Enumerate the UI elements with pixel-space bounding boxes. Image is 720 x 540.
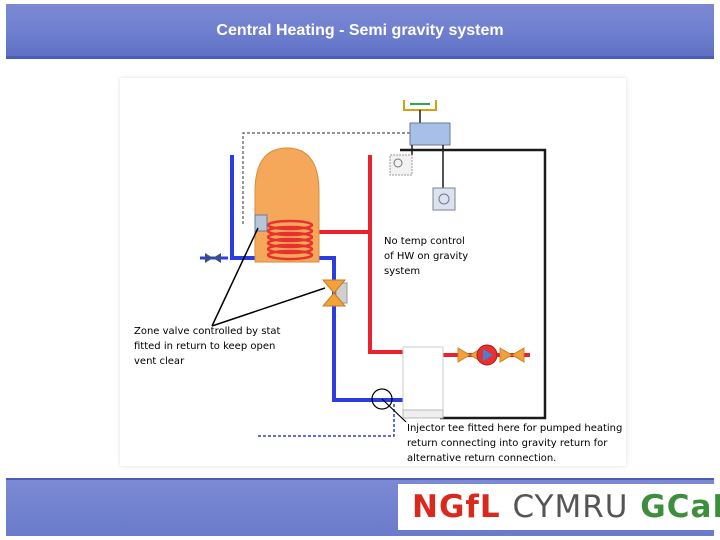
room-stat [432, 187, 456, 211]
injector-tee-arrow [381, 398, 407, 423]
ngfl-cymru-gcad-logo: NGfL CYMRU GCaD [412, 489, 720, 525]
boiler-base [402, 409, 444, 419]
boiler [402, 346, 444, 414]
zone-valve-icon [321, 279, 348, 307]
heating-coil [266, 219, 314, 261]
logo-ngfl: NGfL [412, 489, 501, 525]
title-bar: Central Heating - Semi gravity system [6, 4, 714, 59]
circulating-pump-icon [457, 344, 525, 366]
note-injector-tee: Injector tee fitted here for pumped heat… [407, 423, 623, 464]
boiler-flow-pipe [368, 232, 405, 354]
logo-cymru: CYMRU [512, 489, 629, 525]
logo-gcad: GCaD [640, 489, 720, 525]
zone-valve-arrow [211, 287, 326, 327]
cylinder-stat [254, 214, 268, 232]
drain-cock-icon [205, 253, 221, 263]
junction-box-icon [393, 158, 403, 168]
pumped-flow-pipe [400, 148, 547, 420]
cylinder-stat-arrow [211, 227, 259, 327]
page-title: Central Heating - Semi gravity system [216, 22, 504, 39]
injector-tee-marker [371, 388, 393, 410]
room-stat-dial-icon [438, 193, 450, 205]
programmer-box [409, 122, 451, 146]
control-wire [242, 132, 410, 224]
gravity-flow-pipe [318, 155, 372, 234]
note-no-temp-control: No temp control of HW on gravity system [384, 236, 469, 277]
logo-strip [398, 484, 714, 530]
gravity-return-pipe [318, 256, 405, 402]
note-zone-valve: Zone valve controlled by stat fitted in … [134, 326, 281, 367]
pumped-return-pipe [258, 404, 395, 437]
cold-feed-pipe [230, 248, 255, 260]
